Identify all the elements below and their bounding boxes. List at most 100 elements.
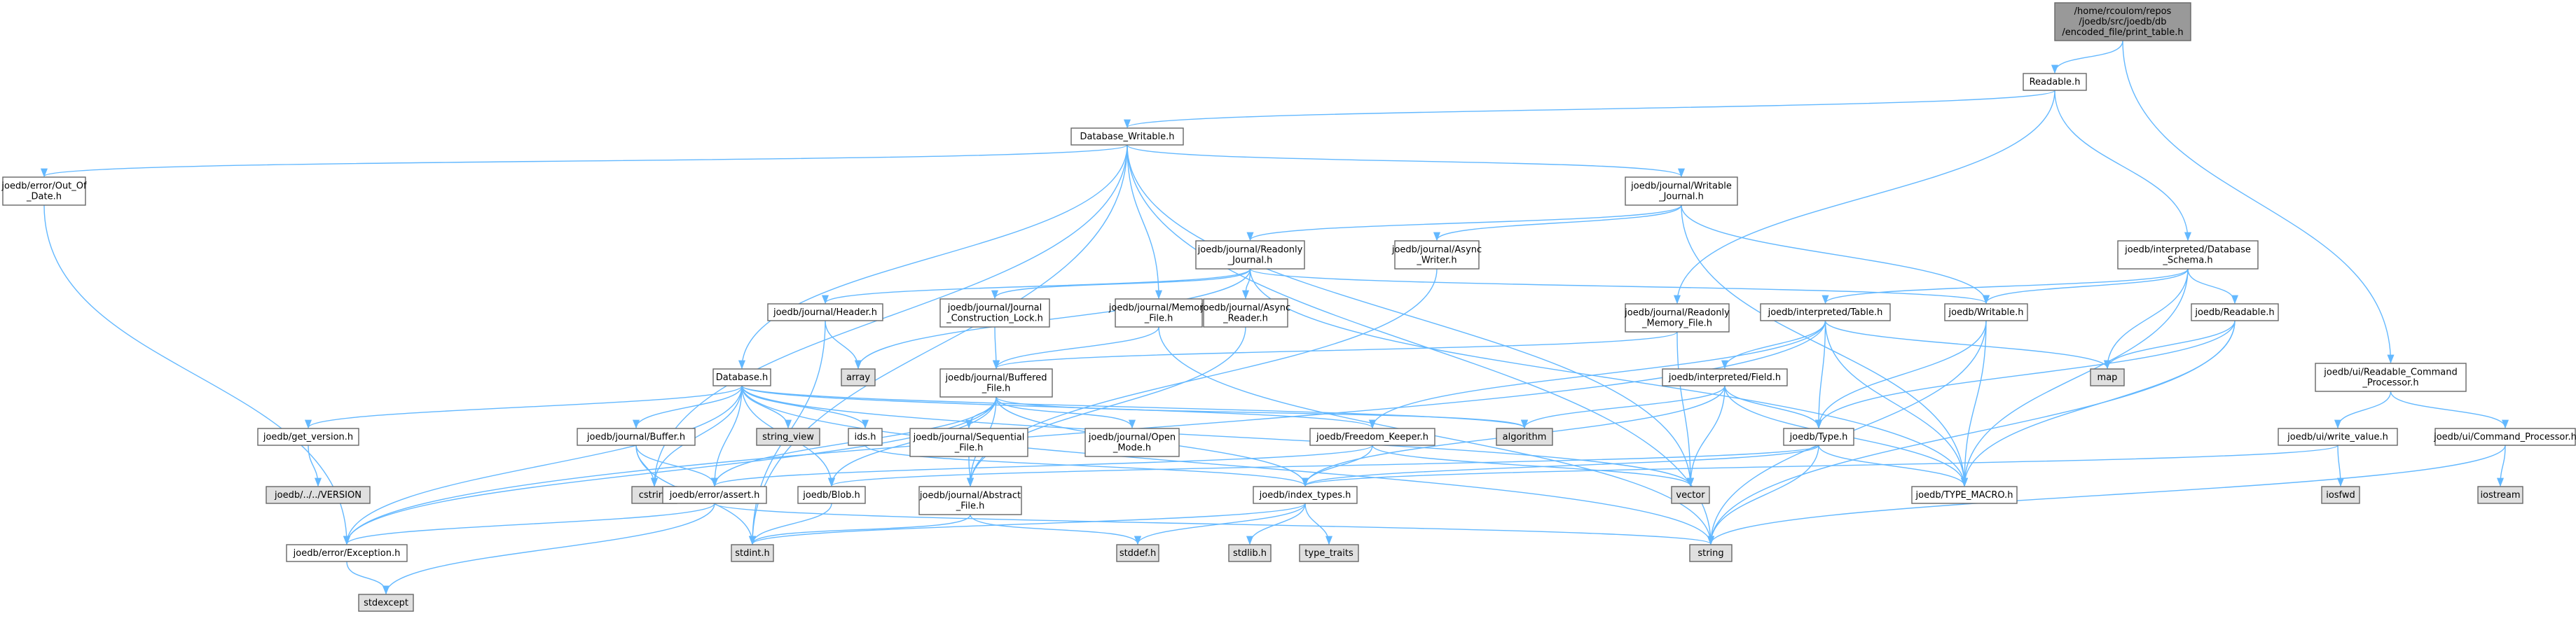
node-print_table[interactable]: /home/rcoulom/repos/joedb/src/joedb/db/e… xyxy=(2054,2,2191,41)
node-table_h[interactable]: joedb/interpreted/Table.h xyxy=(1760,303,1891,321)
node-database_writable[interactable]: Database_Writable.h xyxy=(1070,127,1184,146)
node-readonly_journal[interactable]: joedb/journal/Readonly_Journal.h xyxy=(1195,240,1305,270)
node-label: stdlib.h xyxy=(1233,548,1267,559)
node-version_file[interactable]: joedb/../../VERSION xyxy=(266,486,371,504)
node-get_version[interactable]: joedb/get_version.h xyxy=(257,428,359,446)
node-label: joedb/journal/Async xyxy=(1391,245,1482,256)
edge-database_h-to-exception_h xyxy=(343,385,743,545)
node-iosfwd[interactable]: iosfwd xyxy=(2321,486,2360,504)
node-box xyxy=(286,544,408,562)
node-journal_buffer[interactable]: joedb/journal/Buffer.h xyxy=(577,428,696,446)
edge-database_writable-to-out_of_date xyxy=(41,144,1128,178)
node-type_traits[interactable]: type_traits xyxy=(1299,544,1359,562)
edge-index_types-to-stdint xyxy=(749,503,1306,545)
node-assert_h[interactable]: joedb/error/assert.h xyxy=(662,486,767,504)
node-header_h[interactable]: joedb/journal/Header.h xyxy=(767,303,883,321)
node-box xyxy=(1195,240,1305,270)
node-label: _Mode.h xyxy=(1113,443,1151,454)
node-box xyxy=(2117,240,2259,270)
node-abstract_file[interactable]: joedb/journal/Abstract_File.h xyxy=(918,486,1022,515)
node-label: algorithm xyxy=(1503,432,1547,442)
edge-field_h-to-algorithm xyxy=(1521,385,1726,429)
edge-writable_journal-to-writable_h xyxy=(1681,204,1990,305)
node-db_schema[interactable]: joedb/interpreted/Database_Schema.h xyxy=(2117,240,2259,270)
node-index_types[interactable]: joedb/index_types.h xyxy=(1253,486,1358,504)
node-readable_h[interactable]: Readable.h xyxy=(2023,73,2087,91)
node-writable_journal[interactable]: joedb/journal/Writable_Journal.h xyxy=(1625,176,1738,206)
node-type_h[interactable]: joedb/Type.h xyxy=(1783,428,1854,446)
node-writable_h[interactable]: joedb/Writable.h xyxy=(1944,303,2028,321)
node-box xyxy=(841,368,876,386)
node-memory_file[interactable]: joedb/journal/Memory_File.h xyxy=(1108,298,1209,328)
edge-abstract_file-to-stdint xyxy=(749,514,971,545)
node-box xyxy=(1496,428,1553,446)
edge-database_h-to-ids_h xyxy=(741,385,869,429)
node-box xyxy=(1783,428,1854,446)
edge-buffered_file-to-open_mode xyxy=(996,396,1136,429)
node-database_h[interactable]: Database.h xyxy=(712,368,771,386)
node-command_processor[interactable]: joedb/ui/Command_Processor.h xyxy=(2433,428,2576,446)
edge-freedom_keeper-to-assert_h xyxy=(711,445,1373,487)
node-string[interactable]: string xyxy=(1689,544,1733,562)
node-open_mode[interactable]: joedb/journal/Open_Mode.h xyxy=(1084,428,1180,457)
node-field_h[interactable]: joedb/interpreted/Field.h xyxy=(1662,368,1788,386)
node-box xyxy=(1760,303,1891,321)
edge-table_h-to-field_h xyxy=(1721,320,1826,370)
edge-db_schema-to-map xyxy=(2103,268,2189,370)
node-buffered_file[interactable]: joedb/journal/Buffered_File.h xyxy=(939,368,1053,398)
node-box xyxy=(1116,544,1159,562)
node-box xyxy=(1070,127,1184,146)
node-stdint[interactable]: stdint.h xyxy=(731,544,774,562)
node-readonly_memory_file[interactable]: joedb/journal/Readonly_Memory_File.h xyxy=(1624,303,1730,333)
node-label: /encoded_file/print_table.h xyxy=(2062,27,2183,38)
node-label: _File.h xyxy=(1144,314,1173,324)
node-label: string xyxy=(1697,548,1723,559)
node-out_of_date[interactable]: joedb/error/Out_Of_Date.h xyxy=(1,176,87,206)
node-label: joedb/journal/Memory xyxy=(1108,303,1209,314)
node-stddef[interactable]: stddef.h xyxy=(1116,544,1159,562)
node-label: joedb/Type.h xyxy=(1789,432,1848,442)
node-joedb_readable[interactable]: joedb/Readable.h xyxy=(2191,303,2279,321)
node-blob_h[interactable]: joedb/Blob.h xyxy=(797,486,866,504)
node-box xyxy=(2278,428,2398,446)
node-label: Readable.h xyxy=(2030,77,2081,88)
node-label: _Date.h xyxy=(26,192,62,202)
node-type_macro[interactable]: joedb/TYPE_MACRO.h xyxy=(1911,486,2018,504)
node-ids_h[interactable]: ids.h xyxy=(848,428,883,446)
node-construction_lock[interactable]: joedb/journal/Journal_Construction_Lock.… xyxy=(939,298,1050,328)
node-label: _Reader.h xyxy=(1222,314,1268,324)
node-array[interactable]: array xyxy=(841,368,876,386)
node-label: map xyxy=(2098,372,2118,383)
node-readable_cmd[interactable]: joedb/ui/Readable_Command_Processor.h xyxy=(2315,363,2467,392)
node-label: joedb/journal/Buffer.h xyxy=(586,432,685,442)
node-label: _File.h xyxy=(956,501,985,512)
node-box xyxy=(797,486,866,504)
node-iostream[interactable]: iostream xyxy=(2477,486,2523,504)
node-box xyxy=(712,368,771,386)
node-stdlib[interactable]: stdlib.h xyxy=(1228,544,1272,562)
node-label: joedb/journal/Abstract xyxy=(919,491,1021,501)
node-box xyxy=(2477,486,2523,504)
node-sequential_file[interactable]: joedb/journal/Sequential_File.h xyxy=(909,428,1028,457)
node-stdexcept[interactable]: stdexcept xyxy=(358,594,414,612)
node-label: _Schema.h xyxy=(2162,256,2212,266)
edge-get_version-to-version_file xyxy=(308,445,322,487)
node-write_value[interactable]: joedb/ui/write_value.h xyxy=(2278,428,2398,446)
edge-type_h-to-string xyxy=(1707,445,1819,545)
node-freedom_keeper[interactable]: joedb/Freedom_Keeper.h xyxy=(1309,428,1435,446)
node-algorithm[interactable]: algorithm xyxy=(1496,428,1553,446)
node-map[interactable]: map xyxy=(2090,368,2125,386)
node-box xyxy=(1394,240,1480,270)
edge-command_processor-to-iostream xyxy=(2496,445,2506,487)
edge-table_h-to-map xyxy=(1824,320,2111,370)
edge-sequential_file-to-abstract_file xyxy=(966,456,974,487)
node-async_reader[interactable]: joedb/journal/Async_Reader.h xyxy=(1200,298,1290,328)
node-string_view[interactable]: string_view xyxy=(756,428,820,446)
node-async_writer[interactable]: joedb/journal/Async_Writer.h xyxy=(1391,240,1482,270)
edge-field_h-to-type_h xyxy=(1724,385,1822,429)
node-exception_h[interactable]: joedb/error/Exception.h xyxy=(286,544,408,562)
node-label: vector xyxy=(1676,490,1705,501)
node-vector[interactable]: vector xyxy=(1671,486,1710,504)
node-label: joedb/ui/Readable_Command xyxy=(2323,368,2458,378)
